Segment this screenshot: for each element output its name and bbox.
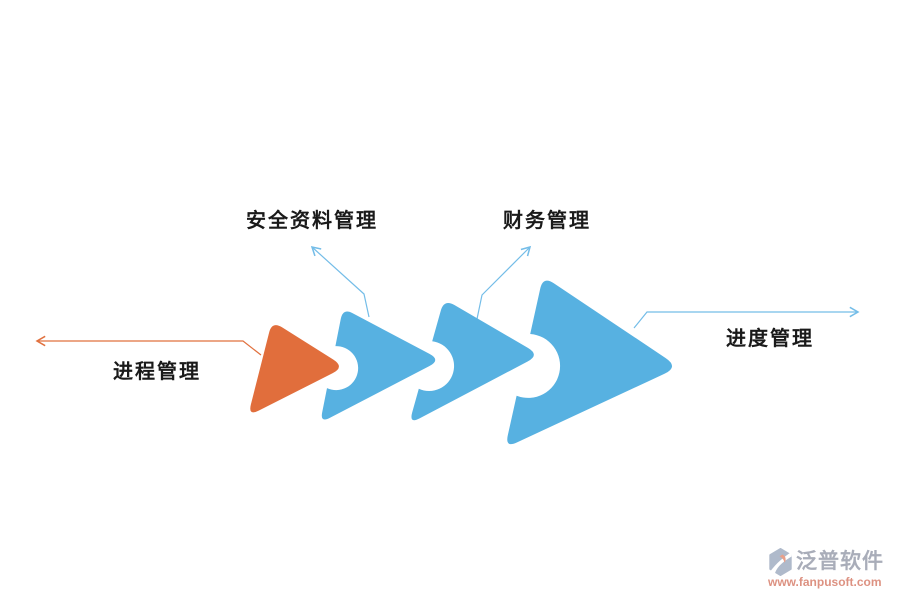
label-process: 进程管理 xyxy=(113,361,201,383)
chevron-step-2 xyxy=(321,311,436,420)
connector-finance xyxy=(476,245,532,320)
label-progress: 进度管理 xyxy=(726,328,814,350)
chevron-step-3 xyxy=(411,302,534,421)
brand-name: 泛普软件 xyxy=(796,550,884,574)
chevron-step-4 xyxy=(507,280,673,445)
connector-safety xyxy=(310,245,370,318)
connector-process xyxy=(35,335,262,356)
brand-logo-comma xyxy=(779,554,786,563)
brand-logo-icon xyxy=(769,548,792,576)
connector-progress xyxy=(633,306,860,329)
brand-logo-swoosh xyxy=(770,551,792,574)
brand-url: www.fanpusoft.com xyxy=(768,575,882,589)
label-finance: 财务管理 xyxy=(503,210,591,232)
label-safety: 安全资料管理 xyxy=(246,210,378,232)
chevron-step-1 xyxy=(250,325,339,413)
brand-watermark: 泛普软件 www.fanpusoft.com xyxy=(768,548,896,589)
